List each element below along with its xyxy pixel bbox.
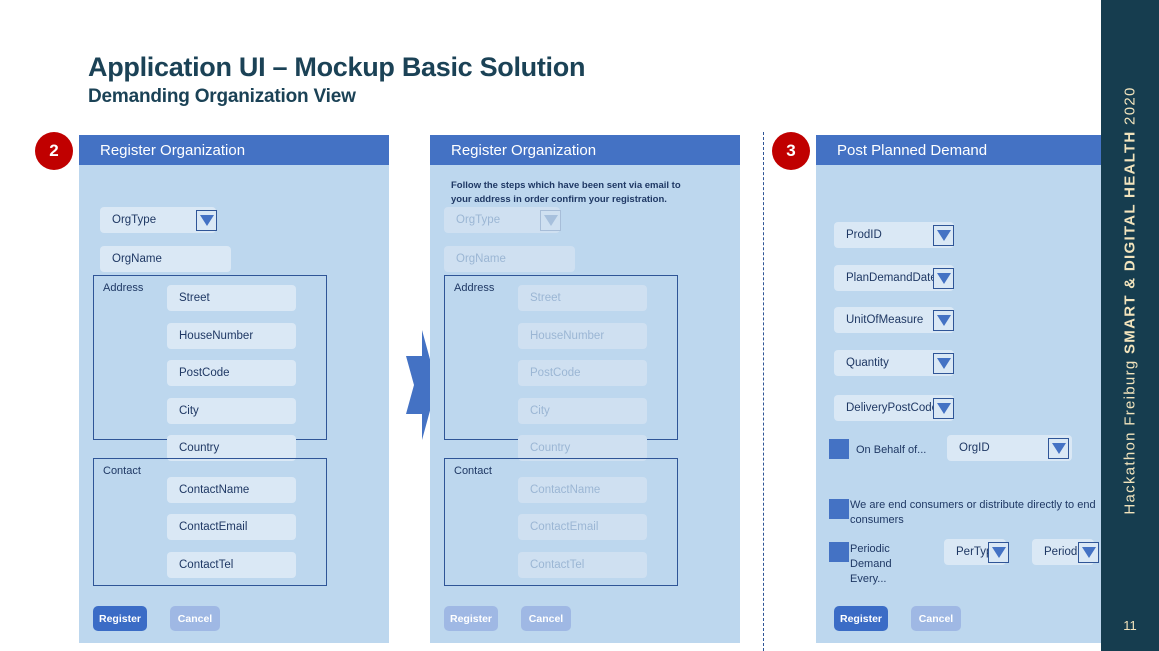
prodid-chevron-down-icon[interactable] [933,225,954,246]
step-badge-3: 3 [772,132,810,170]
quantity-chevron-down-icon[interactable] [933,353,954,374]
street-input-disabled: Street [518,285,647,311]
page-title: Application UI – Mockup Basic Solution [88,52,586,82]
end-consumer-checkbox[interactable] [829,499,849,519]
panel-register-organization-active: Register Organization OrgType OrgName Ad… [79,135,389,643]
unitofmeasure-chevron-down-icon[interactable] [933,310,954,331]
panel3-header: Post Planned Demand [816,135,1118,165]
cancel-button-3[interactable]: Cancel [911,606,961,631]
page-subtitle: Demanding Organization View [88,86,356,108]
registration-note: Follow the steps which have been sent vi… [451,180,681,205]
street-input[interactable]: Street [167,285,296,311]
panel-post-planned-demand: Post Planned Demand ProdID PlanDemandDat… [816,135,1118,643]
period-chevron-down-icon[interactable] [1078,542,1099,563]
contacttel-input-disabled: ContactTel [518,552,647,578]
country-input-disabled: Country [518,435,647,461]
sidebar-vertical-label: Hackathon Freiburg SMART & DIGITAL HEALT… [1122,86,1139,514]
contactname-input-disabled: ContactName [518,477,647,503]
sidebar-prefix: Hackathon Freiburg [1121,353,1139,515]
register-button-3[interactable]: Register [834,606,888,631]
panel-register-organization-confirm: Register Organization Follow the steps w… [430,135,740,643]
panel1-body: OrgType OrgName Address Street HouseNumb… [79,165,389,643]
contactname-input[interactable]: ContactName [167,477,296,503]
title-block: Application UI – Mockup Basic Solution D… [88,52,585,109]
sidebar-banner: Hackathon Freiburg SMART & DIGITAL HEALT… [1101,0,1159,651]
deliverypostcode-chevron-down-icon[interactable] [933,398,954,419]
city-input[interactable]: City [167,398,296,424]
page-number: 11 [1123,618,1137,633]
flow-arrow-icon [404,330,438,440]
register-button-disabled: Register [444,606,498,631]
section-divider [763,132,764,651]
postcode-input-disabled: PostCode [518,360,647,386]
orgname-input-disabled: OrgName [444,246,575,272]
periodic-demand-label: Periodic Demand Every... [850,543,892,585]
cancel-button-2[interactable]: Cancel [521,606,571,631]
address-group-label-2: Address [454,282,495,294]
on-behalf-checkbox[interactable] [829,439,849,459]
sidebar-bold: SMART & DIGITAL HEALTH [1121,129,1139,354]
contact-group-label: Contact [103,465,141,477]
sidebar-suffix: 2020 [1121,85,1139,130]
orgname-input[interactable]: OrgName [100,246,231,272]
cancel-button[interactable]: Cancel [170,606,220,631]
housenumber-input[interactable]: HouseNumber [167,323,296,349]
end-consumer-label: We are end consumers or distribute direc… [850,499,1096,526]
city-input-disabled: City [518,398,647,424]
address-group-label: Address [103,282,144,294]
panel3-body: ProdID PlanDemandDate UnitOfMeasure Quan… [816,165,1118,643]
on-behalf-label: On Behalf of... [856,444,927,456]
orgid-chevron-down-icon[interactable] [1048,438,1069,459]
housenumber-input-disabled: HouseNumber [518,323,647,349]
panel1-header: Register Organization [79,135,389,165]
step-badge-2: 2 [35,132,73,170]
panel2-header: Register Organization [430,135,740,165]
contactemail-input[interactable]: ContactEmail [167,514,296,540]
contactemail-input-disabled: ContactEmail [518,514,647,540]
panel2-body: Follow the steps which have been sent vi… [430,165,740,643]
sidebar-text-wrap: Hackathon Freiburg SMART & DIGITAL HEALT… [1101,0,1159,600]
periodic-demand-checkbox[interactable] [829,542,849,562]
plandemanddate-chevron-down-icon[interactable] [933,268,954,289]
postcode-input[interactable]: PostCode [167,360,296,386]
pertype-chevron-down-icon[interactable] [988,542,1009,563]
orgtype-chevron-down-icon-disabled [540,210,561,231]
contacttel-input[interactable]: ContactTel [167,552,296,578]
contact-group-2: Contact [444,458,678,586]
contact-group-label-2: Contact [454,465,492,477]
orgtype-chevron-down-icon[interactable] [196,210,217,231]
register-button[interactable]: Register [93,606,147,631]
country-input[interactable]: Country [167,435,296,461]
contact-group: Contact [93,458,327,586]
